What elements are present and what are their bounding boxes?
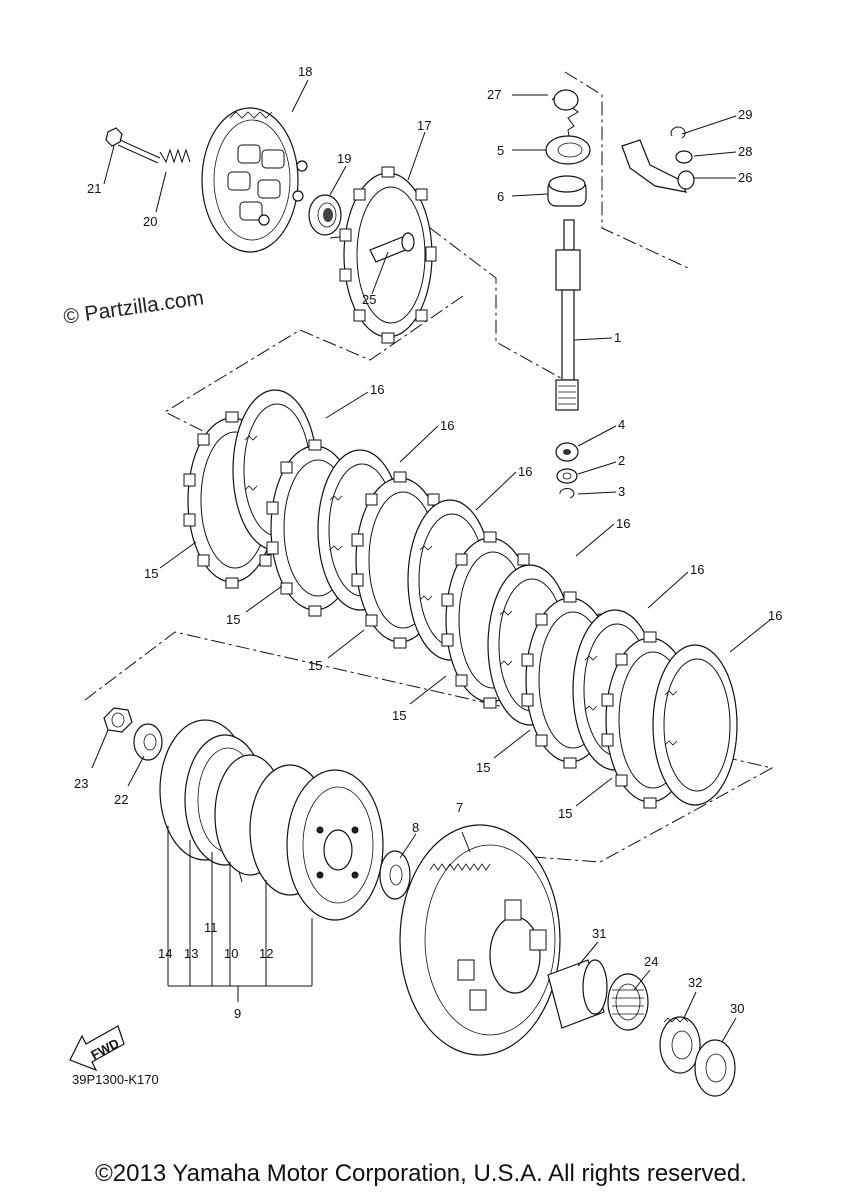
part-29-circlip [670, 126, 686, 139]
callout-11: 11 [204, 920, 218, 935]
callout-32: 32 [688, 975, 702, 990]
callout-23: 23 [74, 776, 88, 791]
part-4-bearing [555, 442, 579, 462]
callout-20: 20 [143, 214, 157, 229]
callout-18: 18 [298, 64, 312, 79]
part-19-bearing [308, 194, 342, 236]
callout-29: 29 [738, 107, 752, 122]
callout-15-f: 15 [558, 806, 572, 821]
callout-30: 30 [730, 1001, 744, 1016]
part-30-thrust-washer [694, 1039, 736, 1097]
callout-26: 26 [738, 170, 752, 185]
callout-4: 4 [618, 417, 625, 432]
callout-13: 13 [184, 946, 198, 961]
callout-10: 10 [224, 946, 238, 961]
callout-15-d: 15 [392, 708, 406, 723]
plate-stack [183, 389, 738, 809]
part-21-bolt [105, 127, 161, 164]
part-32-gear [659, 1016, 701, 1074]
part-22-lock-washer [133, 723, 163, 761]
callout-21: 21 [87, 181, 101, 196]
part-6-needle-bearing [547, 175, 587, 207]
part-1-push-lever-shaft [555, 219, 581, 411]
callout-24: 24 [644, 954, 658, 969]
callout-15-e: 15 [476, 760, 490, 775]
part-7-clutch-housing [399, 824, 561, 1056]
callout-15-c: 15 [308, 658, 322, 673]
part-31-spacer [547, 959, 608, 1029]
callout-16-e: 16 [690, 562, 704, 577]
callout-28: 28 [738, 144, 752, 159]
leader-lines [91, 79, 771, 1043]
callout-8: 8 [412, 820, 419, 835]
callout-27: 27 [487, 87, 501, 102]
callout-16-b: 16 [440, 418, 454, 433]
callout-31: 31 [592, 926, 606, 941]
copyright-notice: ©2013 Yamaha Motor Corporation, U.S.A. A… [95, 1160, 747, 1187]
callout-15-a: 15 [144, 566, 158, 581]
callout-16-c: 16 [518, 464, 532, 479]
callout-12: 12 [259, 946, 273, 961]
diagram-code: 39P1300-K170 [72, 1072, 159, 1087]
part-28-washer [675, 150, 693, 164]
part-26-push-lever [621, 139, 695, 193]
callout-19: 19 [337, 151, 351, 166]
part-8-thrust-washer [379, 850, 411, 900]
callout-6: 6 [497, 189, 504, 204]
callout-3: 3 [618, 484, 625, 499]
callout-22: 22 [114, 792, 128, 807]
callout-17: 17 [417, 118, 431, 133]
callout-25: 25 [362, 292, 376, 307]
fwd-arrow-icon: FWD [69, 1025, 125, 1072]
part-25-push-rod [369, 232, 415, 263]
callout-labels: 18 17 19 21 20 25 27 5 6 29 28 26 1 16 1… [74, 64, 782, 1021]
callout-16-f: 16 [768, 608, 782, 623]
callout-2: 2 [618, 453, 625, 468]
callout-1: 1 [614, 330, 621, 345]
part-3-circlip [559, 488, 575, 499]
callout-9: 9 [234, 1006, 241, 1021]
part-18-pressure-plate [201, 107, 308, 253]
callout-7: 7 [456, 800, 463, 815]
callout-15-b: 15 [226, 612, 240, 627]
callout-14: 14 [158, 946, 172, 961]
callout-5: 5 [497, 143, 504, 158]
clutch-boss-assembly [159, 719, 384, 921]
part-24-needle-bearing [607, 973, 649, 1031]
part-20-spring [159, 148, 191, 164]
callout-16-a: 16 [370, 382, 384, 397]
part-5-oil-seal [545, 135, 591, 165]
callout-16-d: 16 [616, 516, 630, 531]
part-2-washer [556, 468, 578, 484]
part-27-return-spring [551, 89, 579, 143]
part-23-nut [103, 707, 133, 733]
